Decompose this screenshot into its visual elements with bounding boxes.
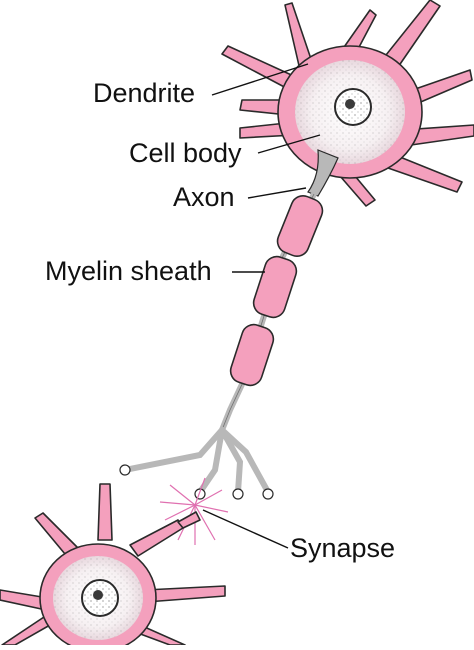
dendrite-branch xyxy=(177,511,201,529)
myelin-sheath xyxy=(229,195,324,387)
upper-nucleolus xyxy=(345,99,355,109)
axon-hillock xyxy=(307,149,339,197)
myelin-segment xyxy=(276,195,324,257)
myelin-segment xyxy=(252,255,298,319)
dendrite-branch xyxy=(1,616,51,646)
dendrite-label: Dendrite xyxy=(93,78,196,108)
dendrite-branch xyxy=(129,519,184,557)
synapse-label: Synapse xyxy=(290,533,396,563)
synapse-leader xyxy=(202,509,289,549)
lower-neuron xyxy=(0,483,226,650)
myelin-sheath-label: Myelin sheath xyxy=(45,256,212,286)
cell-body-leader xyxy=(257,134,321,154)
synapse-burst xyxy=(159,477,229,545)
dendrite-leader xyxy=(211,63,309,96)
terminal-bouton xyxy=(232,488,244,500)
upper-neuron xyxy=(221,0,474,207)
terminal-bouton xyxy=(262,488,274,500)
leader-lines xyxy=(202,63,321,549)
axon-terminals xyxy=(119,427,274,500)
dendrite-branch xyxy=(144,585,226,603)
terminal-bouton xyxy=(194,488,206,500)
lower-dendrites xyxy=(0,483,226,646)
axon-label: Axon xyxy=(173,182,235,212)
dendrite-branch xyxy=(97,483,113,541)
terminal-bouton xyxy=(119,464,131,476)
cell-body-label: Cell body xyxy=(129,138,242,168)
myelin-segment xyxy=(229,323,275,387)
lower-nucleolus xyxy=(93,590,103,600)
axon-leader xyxy=(247,187,307,199)
